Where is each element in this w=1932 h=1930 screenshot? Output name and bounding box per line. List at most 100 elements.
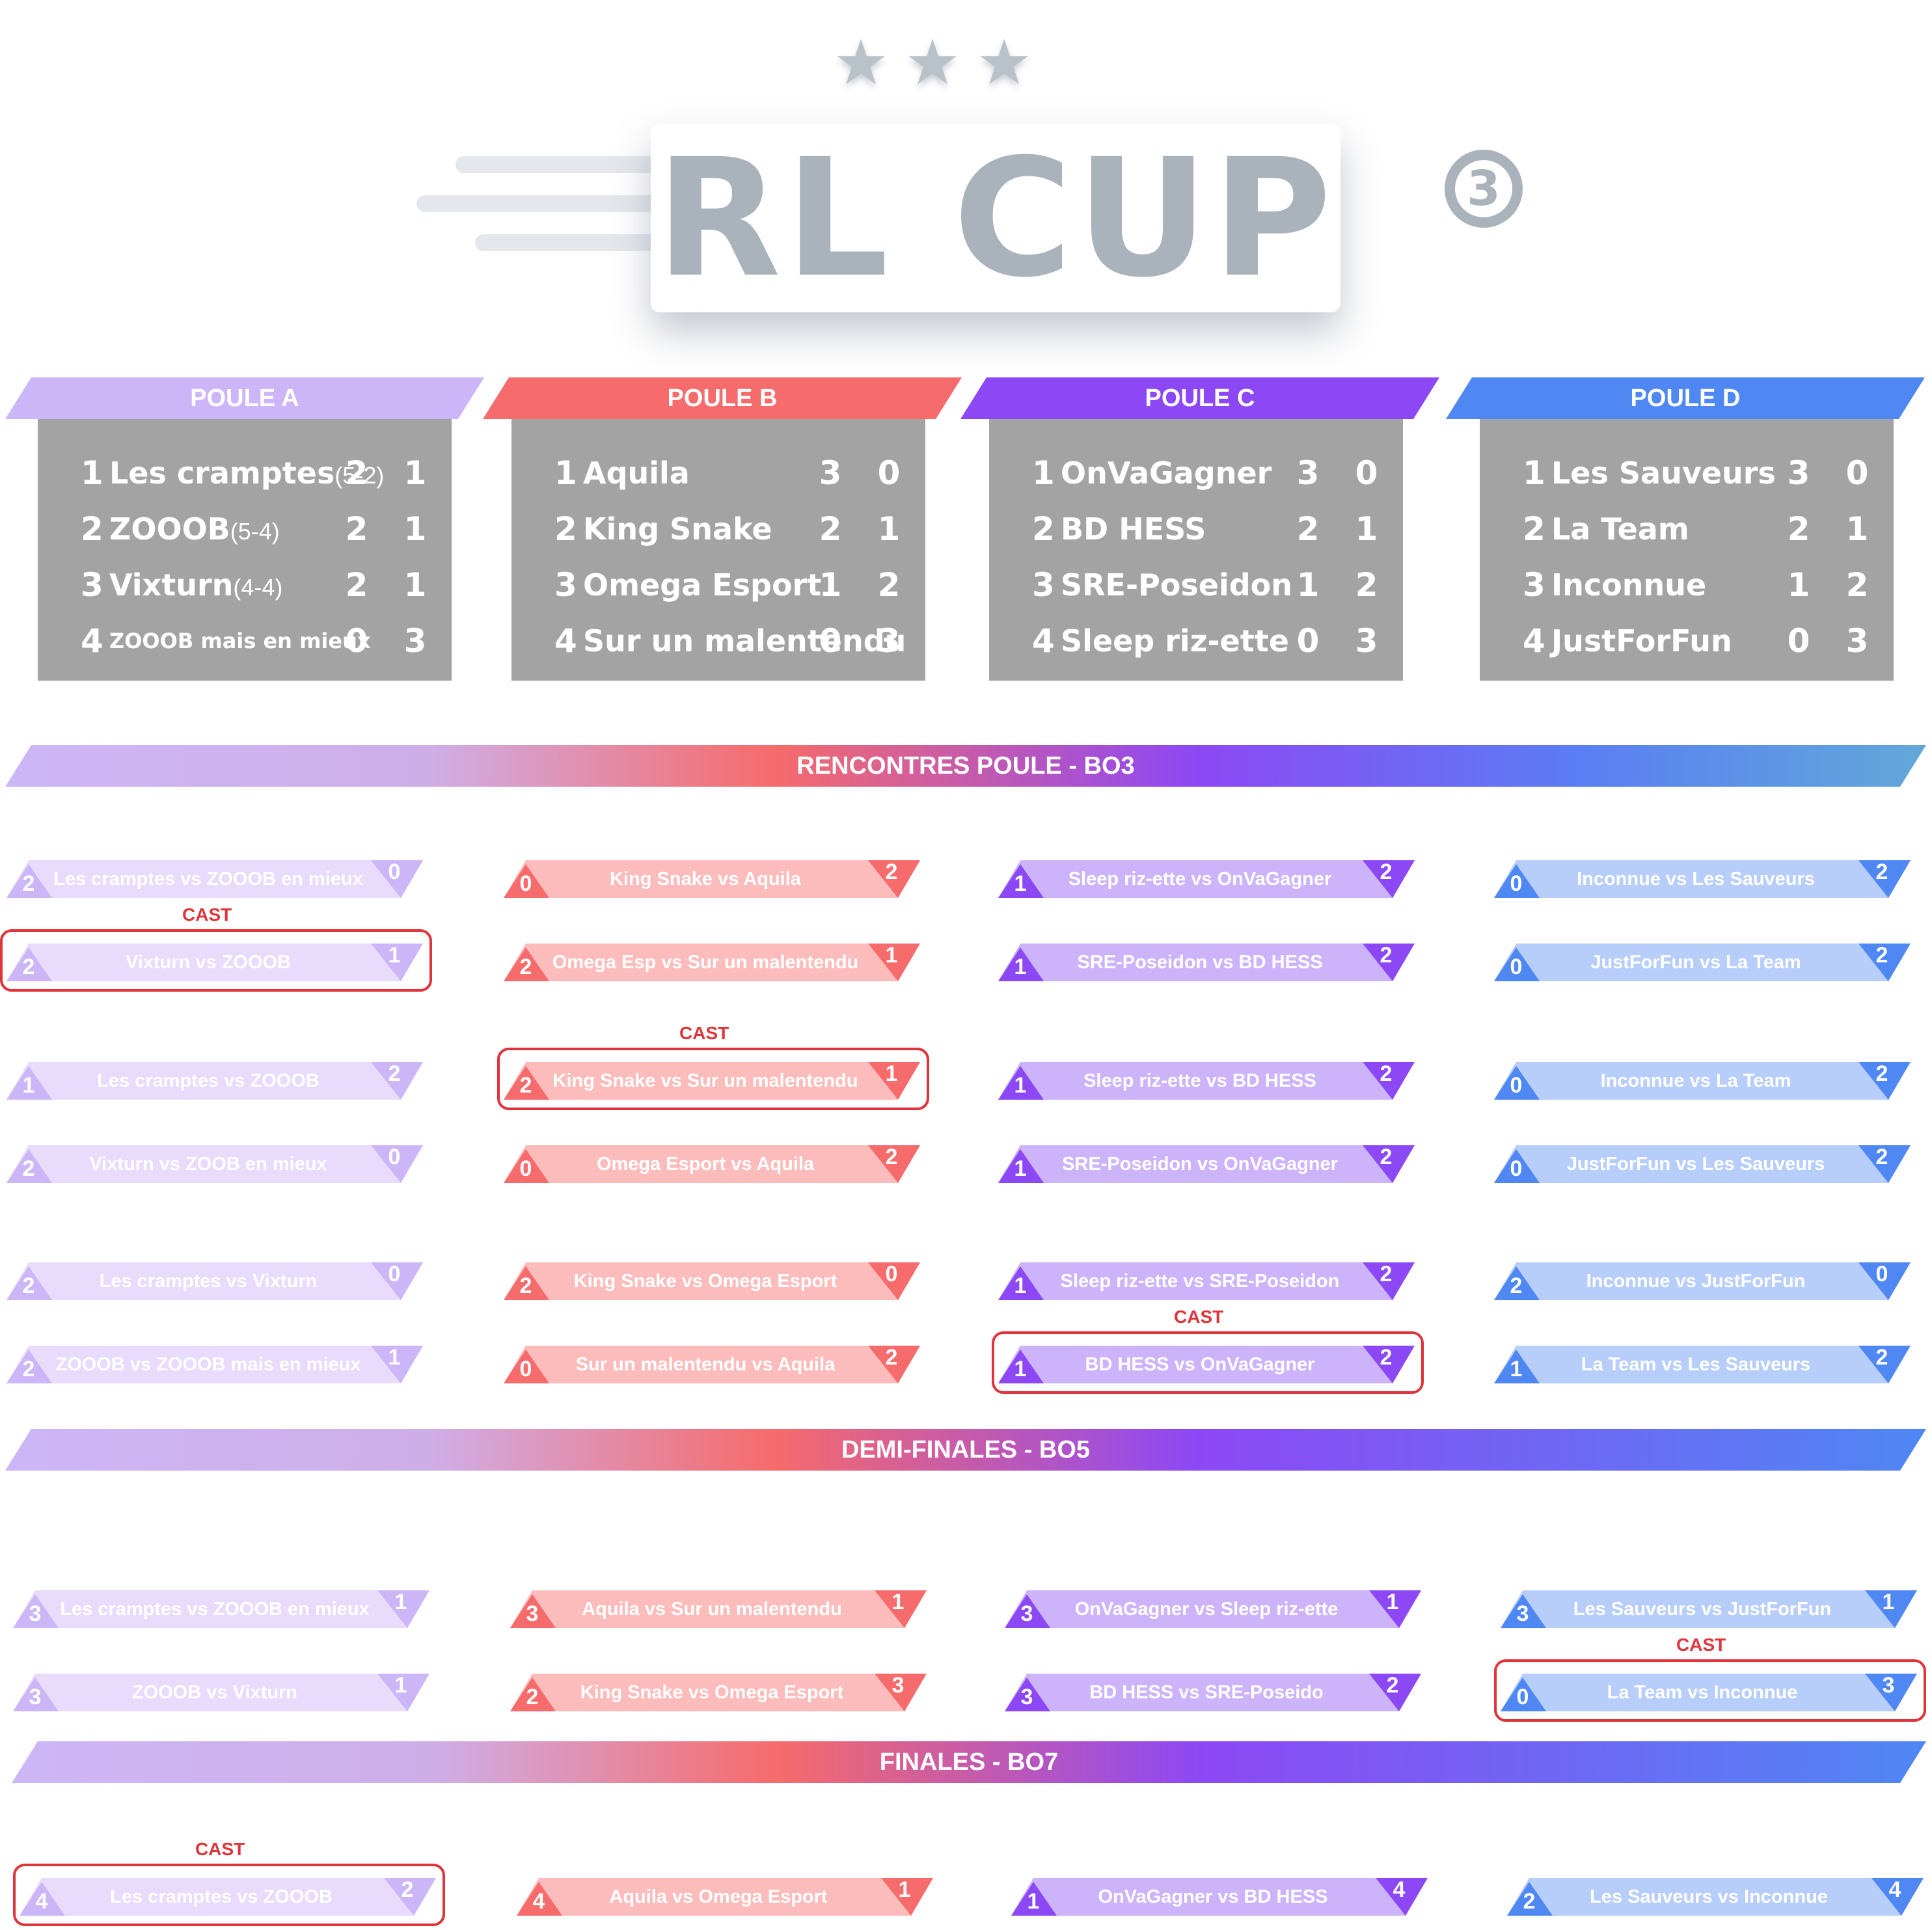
- match-score-right: 2: [1380, 1145, 1393, 1169]
- match-label: Inconnue vs JustForFun: [1586, 1271, 1806, 1292]
- match-score-right: 1: [394, 1590, 407, 1614]
- pool-title: POULE B: [667, 384, 778, 412]
- rl-cup-logo: ★★★ RL CUP 3: [416, 26, 1523, 364]
- match-label: OnVaGagner vs BD HESS: [1098, 1886, 1328, 1907]
- match-pill-bg: [7, 1145, 423, 1183]
- team-name-text: La Team: [1551, 511, 1689, 547]
- match-score-right: 2: [1875, 1345, 1888, 1370]
- team-name-text: Les cramptes: [109, 455, 335, 491]
- match-score-right: 2: [1875, 943, 1888, 968]
- cast-label: CAST: [679, 1023, 729, 1043]
- match-label: JustForFun vs La Team: [1590, 952, 1801, 973]
- team-name-text: Sur un malentendu: [583, 623, 906, 659]
- match-pill-bg: [7, 1062, 423, 1100]
- cast-label: CAST: [1676, 1635, 1726, 1655]
- banner-group-stage: RENCONTRES POULE - BO3: [5, 745, 1926, 787]
- standing-team-name: La Team: [1551, 501, 1689, 557]
- banner-bg: [5, 1429, 1926, 1471]
- pool-title: POULE D: [1630, 384, 1741, 412]
- match-pill-bg: [1494, 1262, 1911, 1300]
- match-score-left: 0: [1510, 1156, 1523, 1181]
- standing-team-name: ZOOOB(5-4): [109, 501, 280, 560]
- match-score-left: 3: [526, 1601, 539, 1626]
- standing-goal-diff: (5-2): [334, 462, 385, 489]
- cast-highlight-box: [0, 929, 432, 992]
- standing-rank: 2: [1032, 510, 1055, 548]
- match-pill-bg: [510, 1590, 927, 1628]
- banner-semis-title: DEMI-FINALES - BO5: [841, 1435, 1091, 1463]
- logo-swoosh: [475, 234, 664, 251]
- standing-rank: 4: [554, 622, 577, 660]
- match-score-left: 0: [1510, 955, 1523, 979]
- team-name-text: ZOOOB mais en mieux: [109, 629, 371, 653]
- standing-wins: 2: [1296, 510, 1320, 548]
- match-score-right: 2: [885, 1145, 898, 1169]
- standing-rank: 4: [1523, 622, 1545, 660]
- pool-header: POULE A: [5, 377, 484, 419]
- match-score-right: 2: [1875, 1145, 1888, 1169]
- match-label: Sleep riz-ette vs SRE-Poseidon: [1060, 1271, 1340, 1292]
- banner-finals: FINALES - BO7: [12, 1741, 1926, 1783]
- match-label: Les Sauveurs vs JustForFun: [1573, 1599, 1832, 1620]
- match-label: Vixturn vs ZOOB en mieux: [89, 1154, 327, 1175]
- match-score-left: 1: [1014, 1357, 1027, 1381]
- match-pill[interactable]: 0 JustForFun vs La Team 2: [1494, 943, 1911, 981]
- match-score-right: 1: [388, 943, 401, 968]
- standing-wins: 3: [1787, 454, 1810, 492]
- match-label: Sleep riz-ette vs OnVaGagner: [1068, 869, 1332, 890]
- match-label: JustForFun vs Les Sauveurs: [1566, 1154, 1825, 1175]
- standing-wins: 1: [819, 566, 842, 604]
- pool-header-bg: [5, 377, 484, 419]
- match-pill[interactable]: 0 JustForFun vs Les Sauveurs 2: [1494, 1145, 1911, 1183]
- standing-goal-diff: (4-4): [233, 574, 283, 601]
- logo-stars-icon: ★★★: [833, 28, 1048, 98]
- standing-rank: 2: [1523, 510, 1545, 548]
- match-score-right: 1: [388, 1345, 401, 1370]
- team-name-text: Aquila: [583, 455, 690, 491]
- match-score-right: 1: [898, 1877, 911, 1902]
- match-label: Les cramptes vs ZOOOB en mieux: [53, 869, 363, 890]
- team-name-text: Vixturn: [109, 567, 234, 603]
- standing-rank: 2: [554, 510, 577, 548]
